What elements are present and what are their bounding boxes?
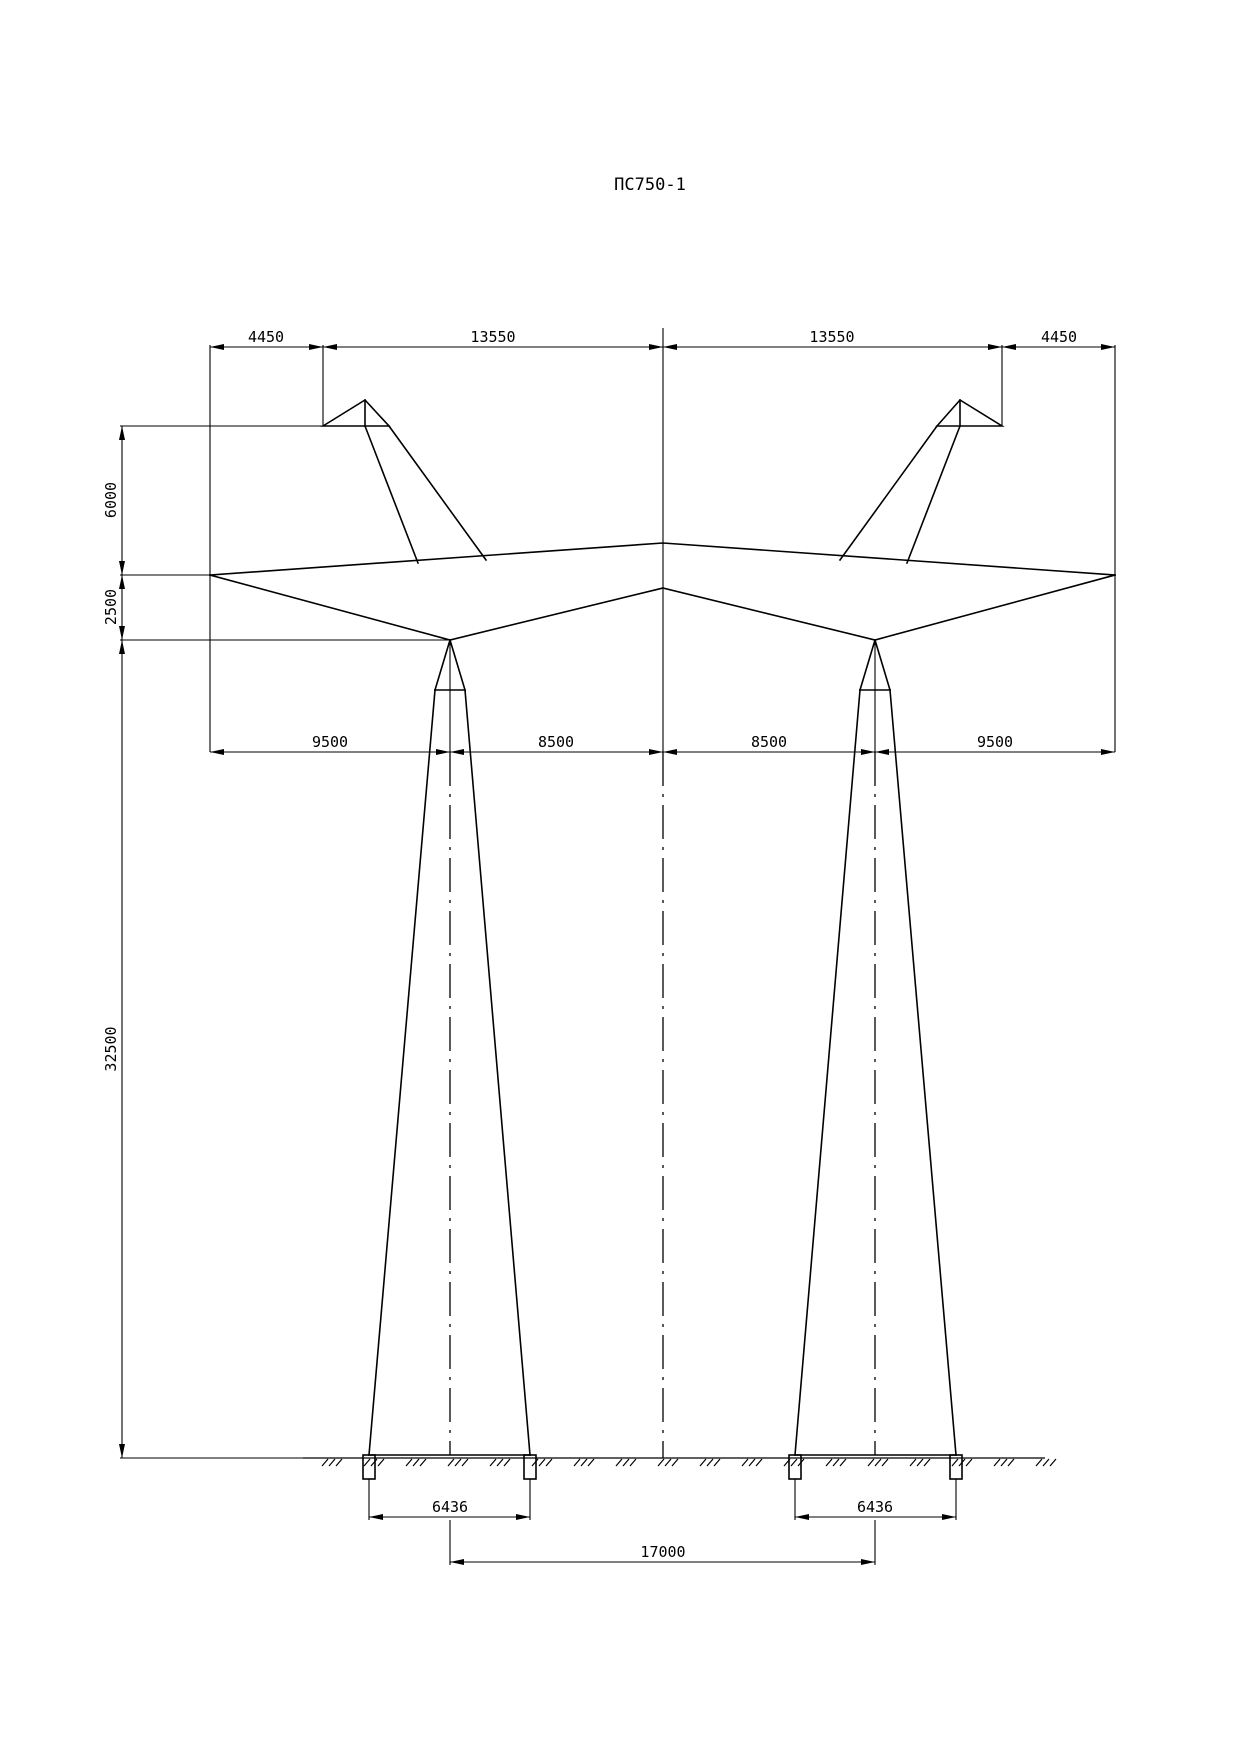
hatch-stroke xyxy=(839,1458,847,1467)
hatch-stroke xyxy=(916,1458,924,1467)
hatch-stroke xyxy=(706,1458,714,1467)
hatch-stroke xyxy=(363,1458,371,1467)
dim-arm-right-inner: 8500 xyxy=(751,733,787,751)
hatch-stroke xyxy=(797,1458,805,1467)
hatch-stroke xyxy=(951,1458,959,1467)
hatch-stroke xyxy=(1035,1458,1043,1467)
dim-top-right-overhang: 4450 xyxy=(1041,328,1077,346)
hatch-stroke xyxy=(412,1458,420,1467)
hatch-stroke xyxy=(405,1458,413,1467)
right-leg-head-left xyxy=(859,639,876,691)
hatch-stroke xyxy=(335,1458,343,1467)
ground xyxy=(303,1457,1057,1467)
dim-arm-right-outer: 9500 xyxy=(977,733,1013,751)
dim-arm-left-outer: 9500 xyxy=(312,733,348,751)
left-peak-strut-inner xyxy=(363,424,420,565)
dim-leg-spacing: 17000 xyxy=(640,1543,685,1561)
hatch-stroke xyxy=(1042,1458,1050,1467)
crossarm-bottom-chord-right xyxy=(662,574,1116,641)
hatch-stroke xyxy=(909,1458,917,1467)
hatch-stroke xyxy=(1000,1458,1008,1467)
hatch-stroke xyxy=(713,1458,721,1467)
dim-vertical-arm-depth: 2500 xyxy=(102,589,120,625)
hatch-stroke xyxy=(461,1458,469,1467)
right-peak-triangle xyxy=(935,398,1005,427)
hatch-stroke xyxy=(622,1458,630,1467)
left-dim-arrows xyxy=(119,426,125,1458)
hatch-stroke xyxy=(832,1458,840,1467)
right-peak-strut-outer xyxy=(838,424,939,562)
dim-top-left-overhang: 4450 xyxy=(248,328,284,346)
hatch-stroke xyxy=(699,1458,707,1467)
hatch-stroke xyxy=(671,1458,679,1467)
left-leg-outer-left xyxy=(368,689,436,1456)
hatch-stroke xyxy=(923,1458,931,1467)
left-leg-outer-right xyxy=(464,689,531,1456)
dim-left-base-width: 6436 xyxy=(432,1498,468,1516)
dim-arm-left-inner: 8500 xyxy=(538,733,574,751)
hatch-stroke xyxy=(489,1458,497,1467)
hatch-stroke xyxy=(783,1458,791,1467)
hatch-stroke xyxy=(447,1458,455,1467)
dimensions: 4450 13550 13550 4450 9500 8500 8500 950… xyxy=(102,328,1116,1565)
right-leg-head-right xyxy=(874,639,891,691)
hatch-stroke xyxy=(1007,1458,1015,1467)
hatch-stroke xyxy=(790,1458,798,1467)
dim-right-base-width: 6436 xyxy=(857,1498,893,1516)
hatch-stroke xyxy=(993,1458,1001,1467)
hatch-stroke xyxy=(377,1458,385,1467)
ground-hatching xyxy=(321,1458,1057,1467)
hatch-stroke xyxy=(629,1458,637,1467)
hatch-stroke xyxy=(545,1458,553,1467)
hatch-stroke xyxy=(503,1458,511,1467)
hatch-stroke xyxy=(531,1458,539,1467)
hatch-stroke xyxy=(370,1458,378,1467)
hatch-stroke xyxy=(825,1458,833,1467)
drawing-title: ПС750-1 xyxy=(614,175,686,195)
hatch-stroke xyxy=(664,1458,672,1467)
left-leg-head-right xyxy=(449,639,466,691)
hatch-stroke xyxy=(580,1458,588,1467)
hatch-stroke xyxy=(741,1458,749,1467)
hatch-stroke xyxy=(496,1458,504,1467)
hatch-stroke xyxy=(965,1458,973,1467)
dim-vertical-peak-height: 6000 xyxy=(102,482,120,518)
hatch-stroke xyxy=(538,1458,546,1467)
hatch-stroke xyxy=(958,1458,966,1467)
arm-dim-arrows xyxy=(210,749,1115,755)
dim-top-right-span: 13550 xyxy=(809,328,854,346)
hatch-stroke xyxy=(587,1458,595,1467)
hatch-stroke xyxy=(748,1458,756,1467)
left-peak-strut-outer xyxy=(387,424,488,562)
right-leg-outer-right xyxy=(889,689,957,1456)
base-dim-arrows xyxy=(369,1514,956,1520)
hatch-stroke xyxy=(419,1458,427,1467)
left-peak-triangle xyxy=(320,398,391,427)
crossarm-bottom-chord-left xyxy=(209,574,664,641)
hatch-stroke xyxy=(874,1458,882,1467)
leg-spacing-arrows xyxy=(450,1559,875,1565)
hatch-stroke xyxy=(1049,1458,1057,1467)
right-peak-strut-inner xyxy=(905,424,962,565)
hatch-stroke xyxy=(328,1458,336,1467)
dim-vertical-leg-height: 32500 xyxy=(102,1026,120,1071)
top-dim-arrows xyxy=(210,344,1115,350)
hatch-stroke xyxy=(615,1458,623,1467)
hatch-stroke xyxy=(867,1458,875,1467)
hatch-stroke xyxy=(881,1458,889,1467)
tower-structure xyxy=(209,328,1116,1480)
right-leg-outer-left xyxy=(794,689,861,1456)
hatch-stroke xyxy=(573,1458,581,1467)
hatch-stroke xyxy=(454,1458,462,1467)
dim-top-left-span: 13550 xyxy=(470,328,515,346)
hatch-stroke xyxy=(657,1458,665,1467)
hatch-stroke xyxy=(755,1458,763,1467)
left-leg-head-left xyxy=(434,639,451,691)
hatch-stroke xyxy=(321,1458,329,1467)
